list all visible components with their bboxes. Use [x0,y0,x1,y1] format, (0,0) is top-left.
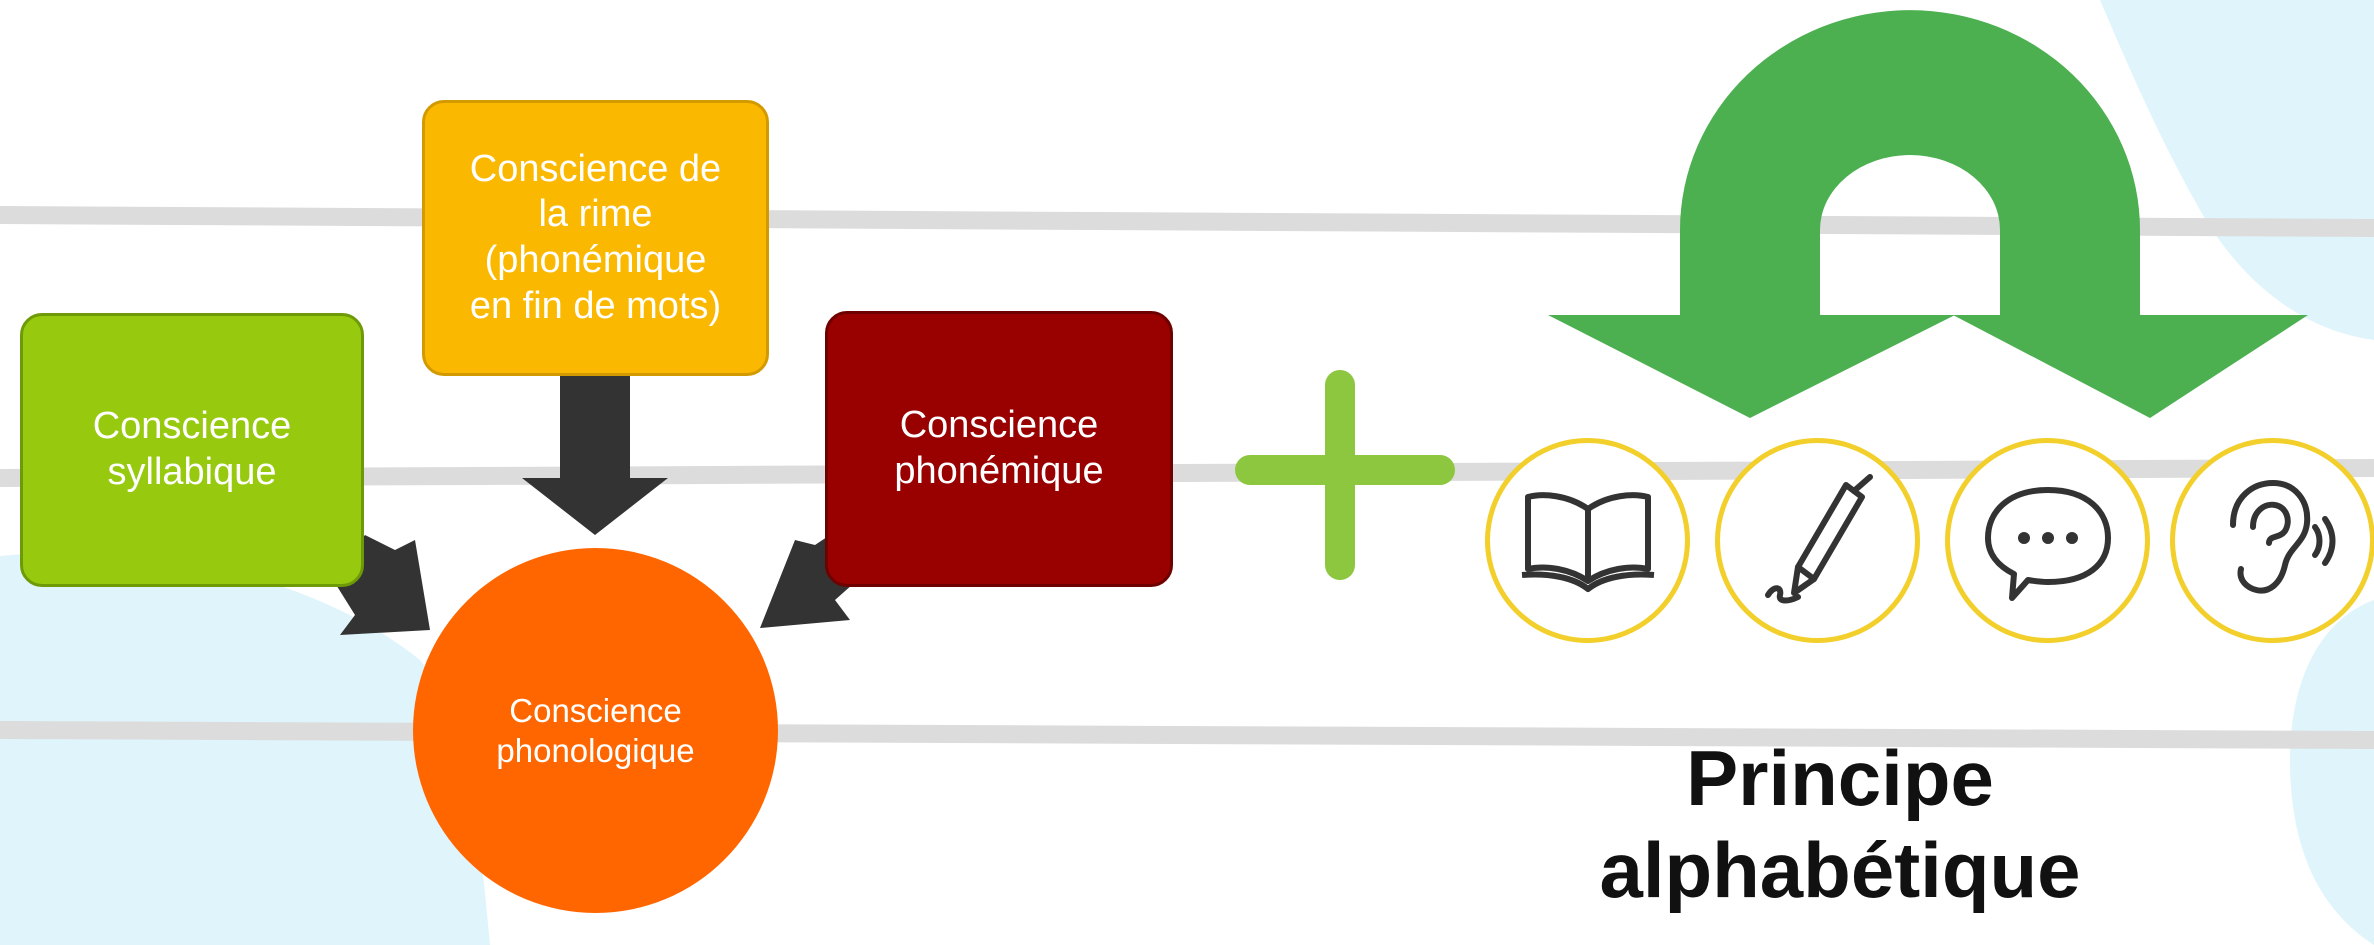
node-conscience-phonologique: Conscience phonologique [413,548,778,913]
node-label: Conscience phonologique [496,691,695,769]
ear-circle [2170,438,2374,643]
ruled-line-3 [0,721,2374,749]
background-blob-top-right [2100,0,2374,340]
ear-icon [2229,479,2335,593]
node-conscience-rime: Conscience de la rime (phonémique en fin… [422,100,769,376]
book-icon [1521,491,1654,592]
curved-arrow-icon [1548,10,2308,418]
node-label: Conscience de la rime (phonémique en fin… [469,147,722,327]
caption-principe-alphabetique: Principe alphabétique [1599,734,2081,915]
background-blob-bottom-right [2290,600,2374,945]
pen-icon [1764,473,1873,603]
speech-bubble-icon [1984,486,2111,601]
pen-circle [1715,438,1920,643]
node-label: Conscience phonémique [894,404,1104,492]
background-blob-left [0,552,490,945]
node-conscience-phonemique: Conscience phonémique [825,311,1173,587]
speech-circle [1945,438,2150,643]
arrow-from-rime [522,376,668,535]
plus-icon [1235,370,1455,580]
node-conscience-syllabique: Conscience syllabique [20,313,364,587]
ruled-line-1 [0,206,2374,237]
node-label: Conscience syllabique [92,405,292,493]
book-circle [1485,438,1690,643]
